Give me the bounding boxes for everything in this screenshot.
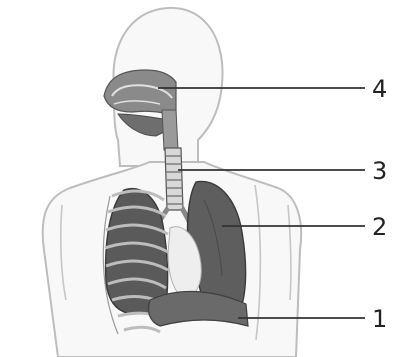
- label-3: 3: [372, 157, 387, 185]
- label-1: 1: [372, 305, 387, 333]
- label-4: 4: [372, 75, 387, 103]
- label-2: 2: [372, 213, 387, 241]
